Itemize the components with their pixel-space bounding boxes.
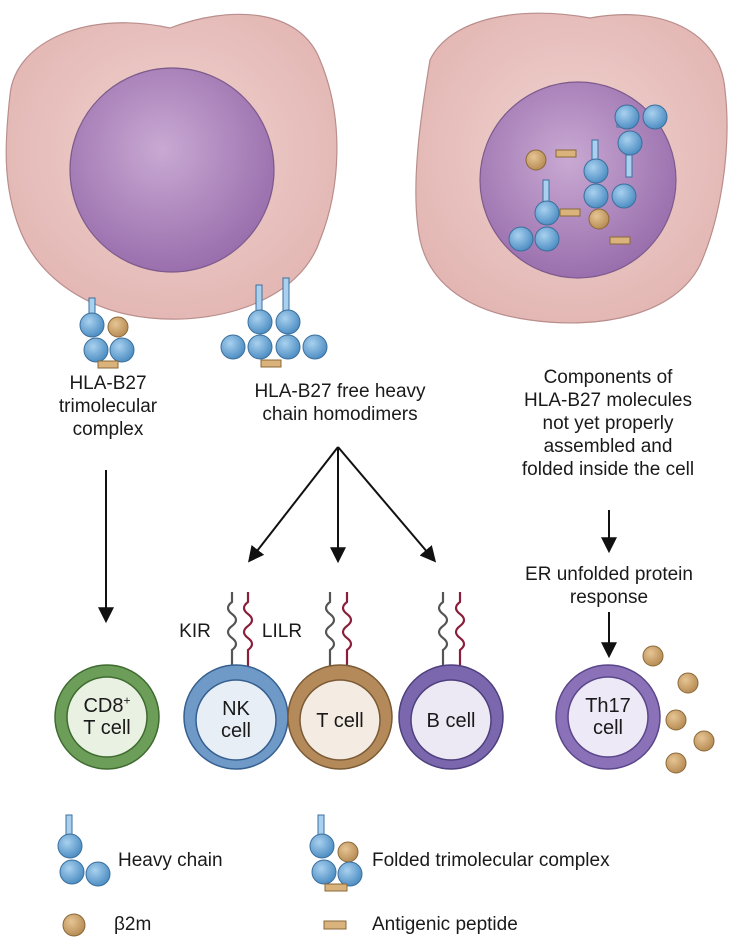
nk-cell (183, 664, 289, 770)
label-homodimers: HLA-B27 free heavy chain homodimers (254, 381, 426, 425)
arrow-to-b (337, 446, 437, 563)
arrow-to-nk (248, 446, 339, 563)
cd8-cell-label: CD8+ T cell (83, 693, 131, 739)
right-cell (415, 12, 728, 324)
lilr-receptor-nk (242, 592, 254, 672)
legend-folded-complex-icon (309, 814, 363, 892)
label-trimolecular: HLA-B27 trimolecular complex (58, 373, 158, 440)
b-cell-label: B cell (426, 710, 476, 732)
t-cell (287, 664, 393, 770)
label-kir: KIR (179, 621, 211, 642)
unassembled-components (508, 104, 668, 252)
cytokines (642, 645, 715, 774)
legend-peptide-icon (323, 920, 347, 930)
cd8-t-cell (54, 664, 160, 770)
homodimer-icon (220, 277, 328, 368)
arrows (98, 446, 617, 659)
label-components: Components of HLA-B27 molecules not yet … (521, 367, 695, 480)
receptors (226, 592, 466, 672)
left-nucleus (69, 67, 275, 273)
th17-cell (555, 664, 661, 770)
kir-receptor-t (324, 592, 336, 672)
legend-b2m-icon (62, 913, 86, 937)
legend-peptide-label: Antigenic peptide (372, 914, 518, 935)
legend-folded-complex-label: Folded trimolecular complex (372, 850, 610, 871)
legend-b2m-label: β2m (114, 914, 152, 935)
lilr-receptor-b (454, 592, 466, 672)
nk-cell-label: NK cell (220, 698, 251, 742)
label-lilr: LILR (261, 621, 303, 642)
legend-heavy-chain-label: Heavy chain (118, 850, 223, 871)
th17-cell-label: Th17 cell (585, 695, 631, 739)
trimolecular-complex-icon (79, 297, 135, 369)
lilr-receptor-t (341, 592, 353, 672)
b-cell (398, 664, 504, 770)
kir-receptor-b (437, 592, 449, 672)
legend-heavy-chain-icon (57, 814, 111, 887)
label-er-response: ER unfolded protein response (525, 564, 693, 608)
left-cell (5, 13, 338, 320)
kir-receptor-nk (226, 592, 238, 672)
t-cell-label: T cell (316, 710, 364, 732)
